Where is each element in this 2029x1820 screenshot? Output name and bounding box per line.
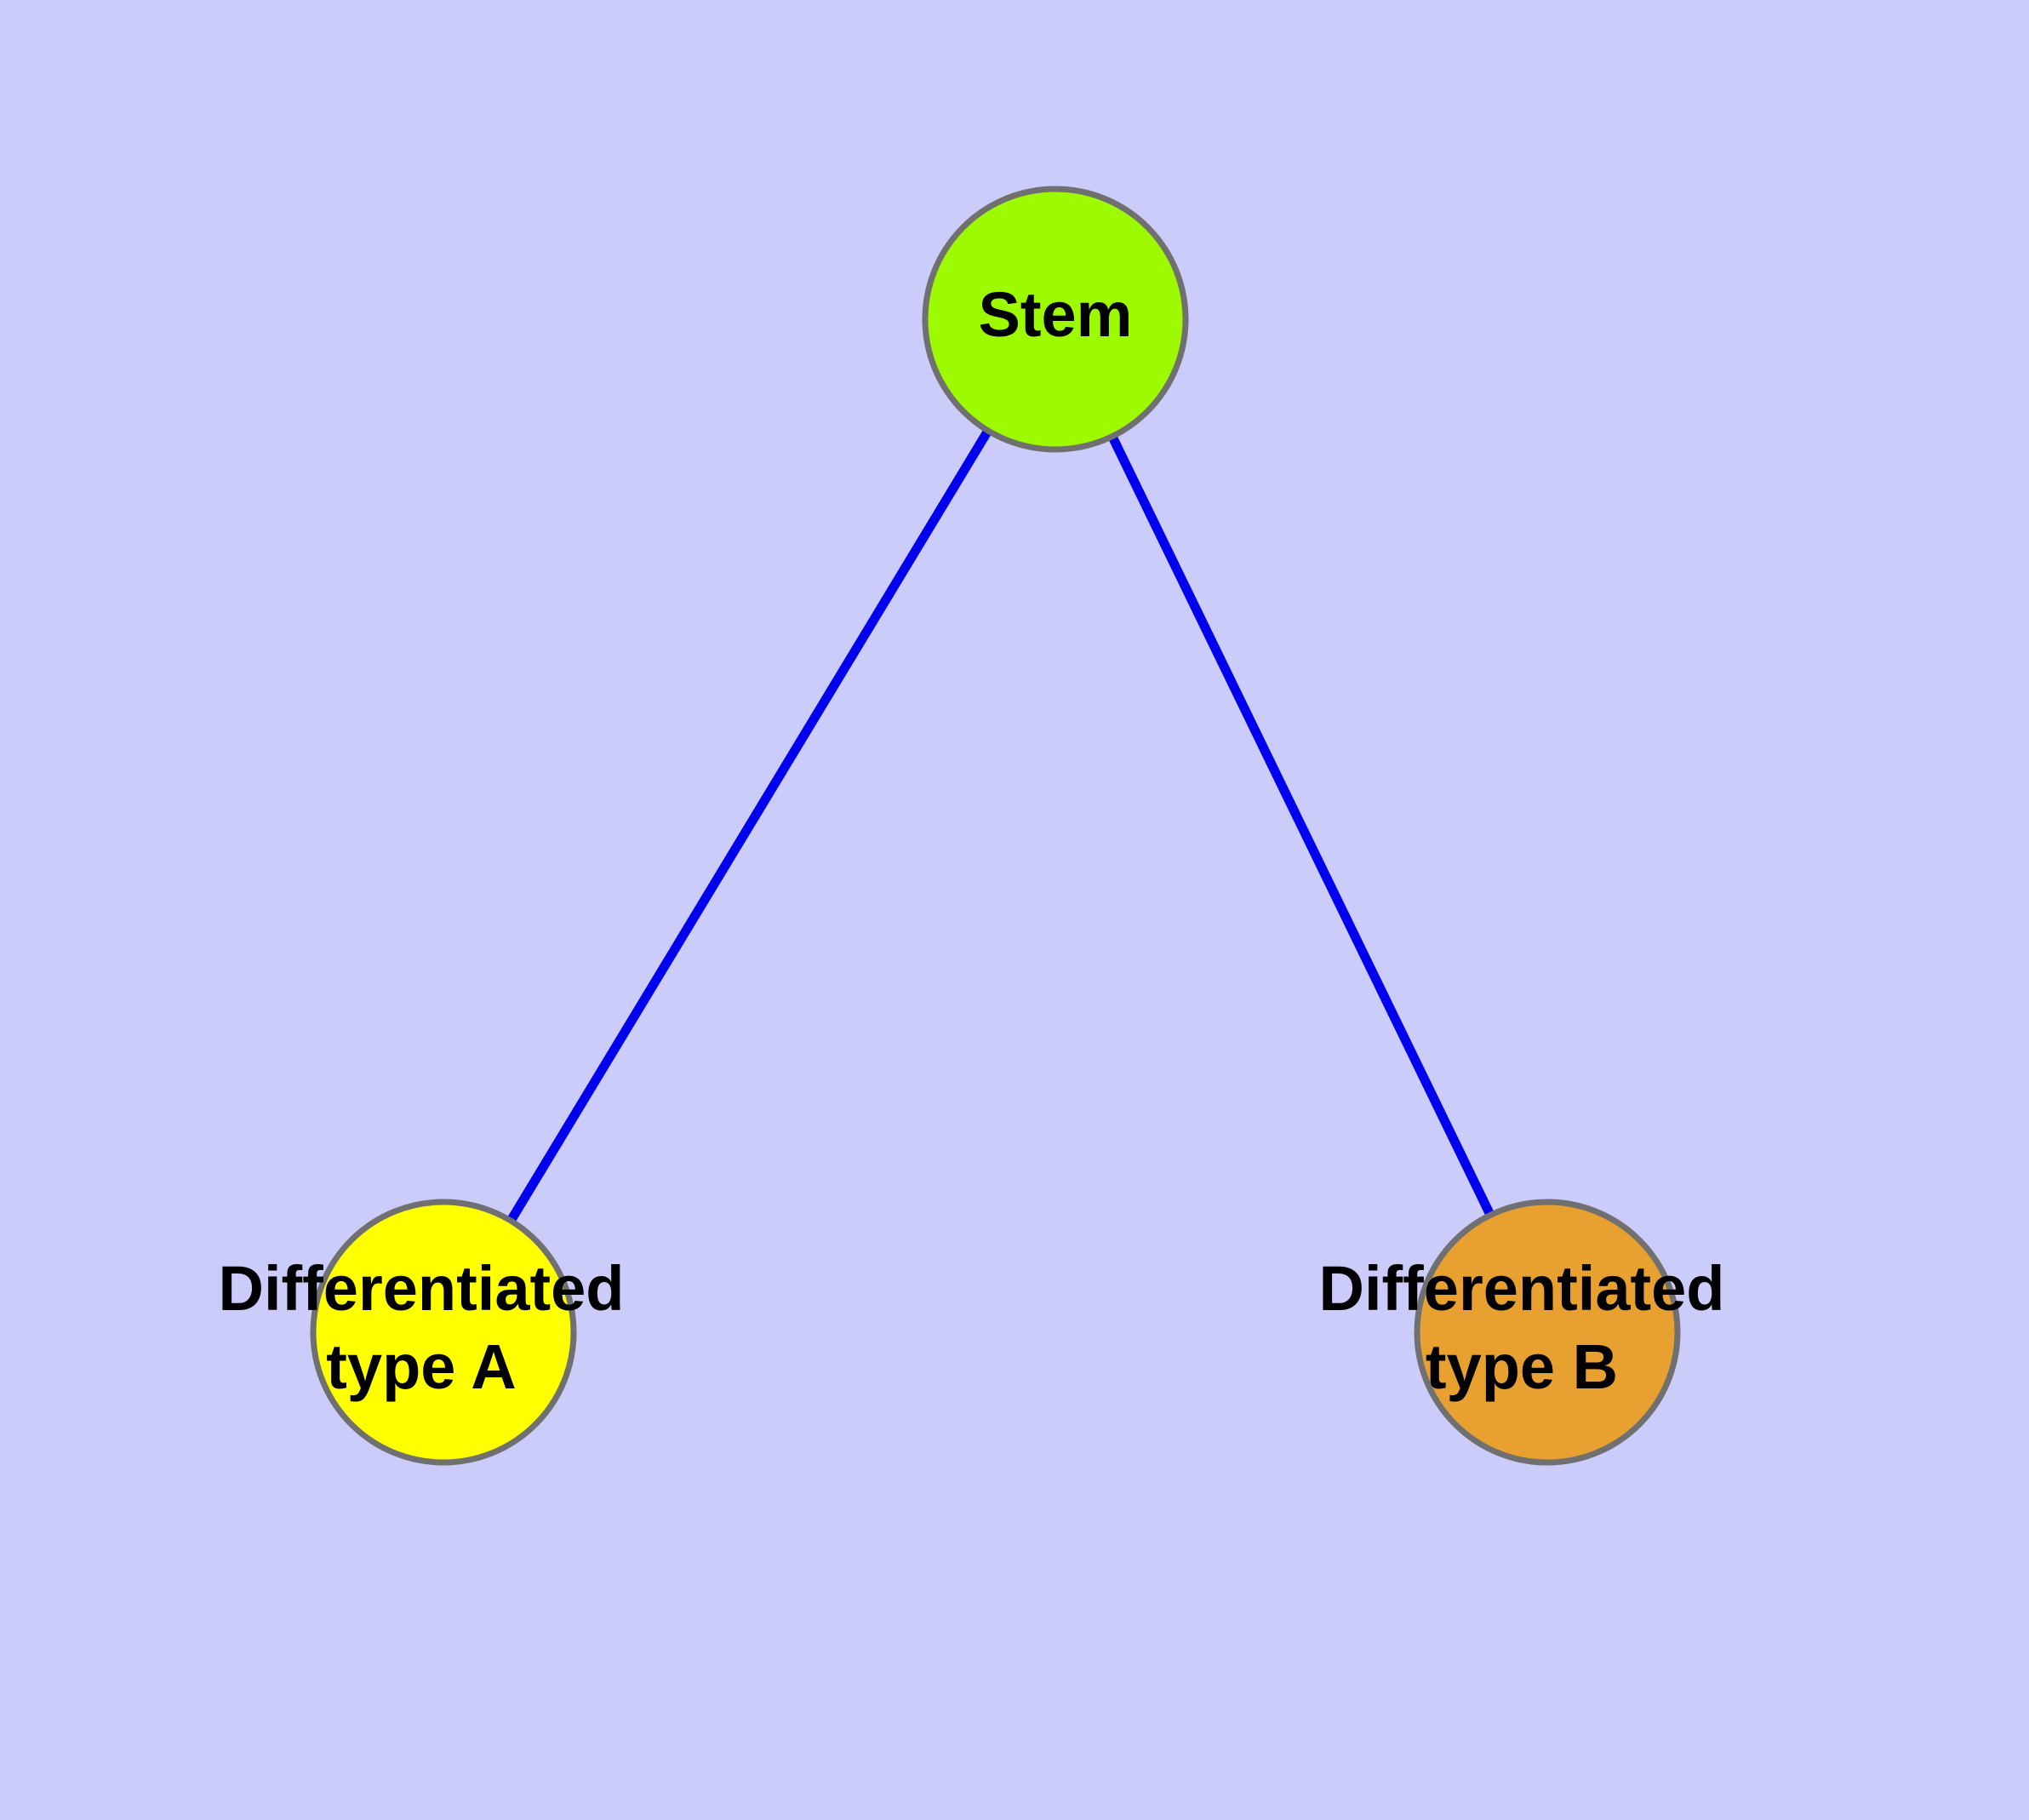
graph-node-diff-type-a[interactable] bbox=[310, 1199, 577, 1466]
graph-node-stem[interactable] bbox=[922, 186, 1189, 453]
graph-edge-stem-to-a[interactable] bbox=[506, 426, 993, 1225]
graph-edge-stem-to-b[interactable] bbox=[1107, 432, 1495, 1219]
node-layer bbox=[310, 186, 1681, 1466]
graph-node-label-stem: Stem bbox=[979, 279, 1133, 350]
graph-node-diff-type-b[interactable] bbox=[1414, 1199, 1681, 1466]
edge-layer bbox=[506, 426, 1495, 1225]
